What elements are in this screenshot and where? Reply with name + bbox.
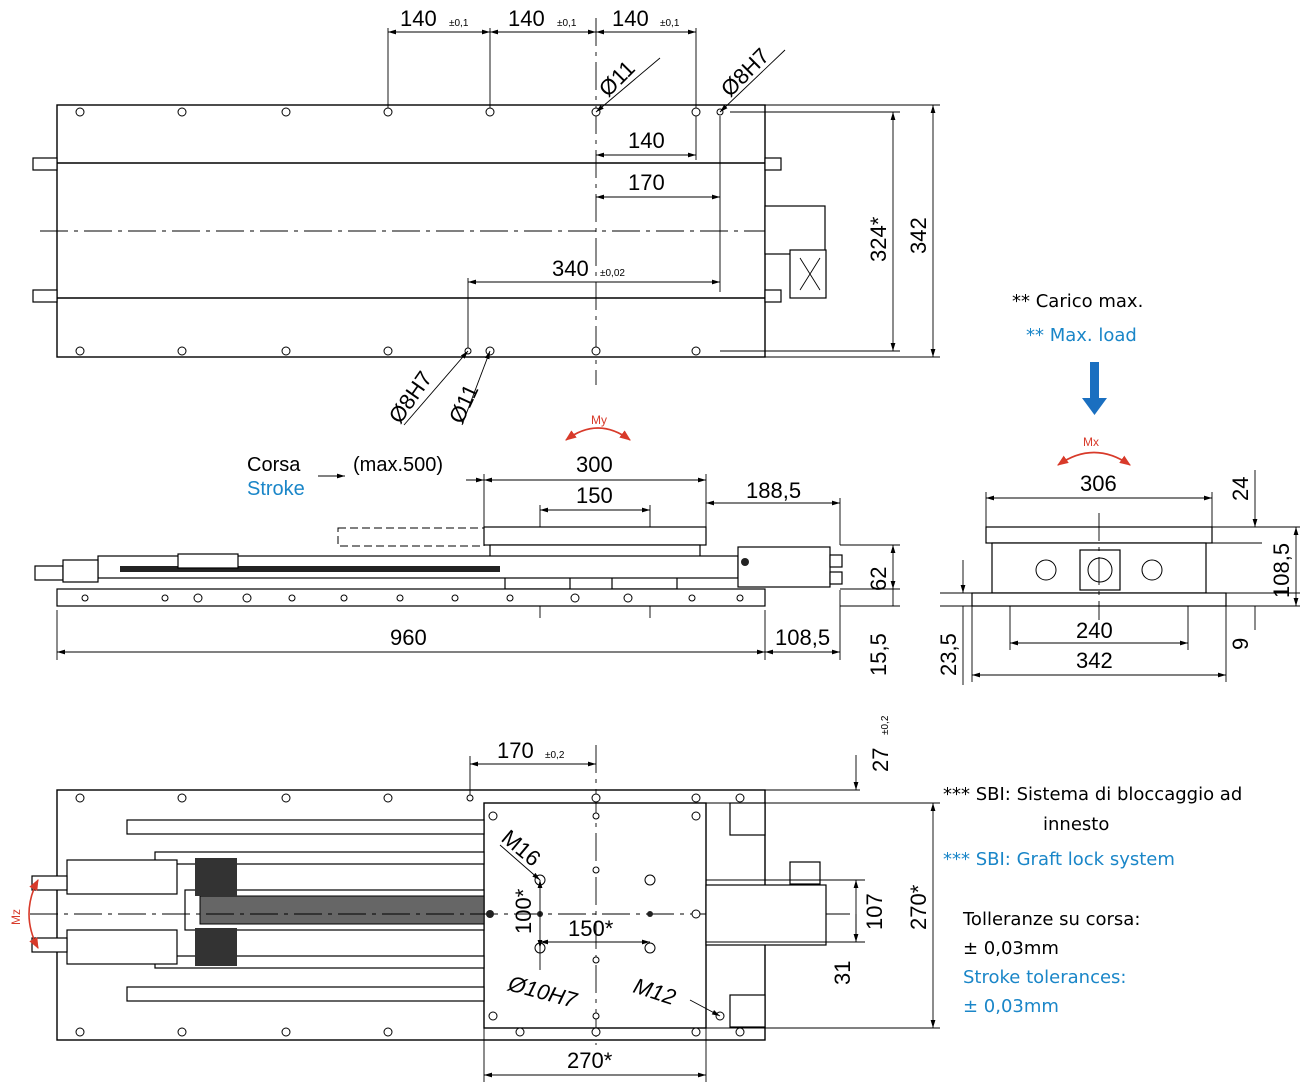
moment-mx: Mx bbox=[1083, 435, 1099, 449]
bottom-motor bbox=[705, 884, 827, 946]
dim-31: 31 bbox=[830, 961, 855, 985]
top-view: 140 ±0,1 140 ±0,1 140 ±0,1 Ø11 Ø8H7 140 … bbox=[32, 6, 940, 428]
tol-01-b: ±0,1 bbox=[557, 18, 577, 29]
tol-01-a: ±0,1 bbox=[449, 18, 469, 29]
dim-150-bottom: 150* bbox=[568, 916, 614, 941]
dim-324: 324* bbox=[866, 216, 891, 262]
dim-23: 23,5 bbox=[936, 633, 961, 676]
dia-10h7: Ø10H7 bbox=[505, 970, 581, 1013]
side-view: My Corsa Stroke (max.500) 300 150 188,5 bbox=[34, 413, 900, 676]
dim-270-vertical: 270* bbox=[906, 884, 931, 930]
sbi-it-line-1: *** SBI: Sistema di bloccaggio ad bbox=[943, 784, 1242, 805]
dim-140-a: 140 bbox=[400, 6, 437, 31]
dia-8h7-top: Ø8H7 bbox=[716, 43, 774, 101]
dim-188: 188,5 bbox=[746, 478, 801, 503]
dim-108-side: 108,5 bbox=[775, 625, 830, 650]
dim-240: 240 bbox=[1076, 618, 1113, 643]
bottom-view: 170 ±0,2 27 ±0,2 M16 100* 150* Ø10H7 M12… bbox=[9, 715, 940, 1082]
notes: *** SBI: Sistema di bloccaggio ad innest… bbox=[943, 784, 1242, 1017]
load-it: ** Carico max. bbox=[1012, 291, 1143, 312]
dim-150: 150 bbox=[576, 483, 613, 508]
tol-02: ±0,2 bbox=[545, 750, 565, 761]
dim-340: 340 bbox=[552, 256, 589, 281]
stroke-label: Stroke bbox=[247, 478, 305, 500]
motor-block bbox=[764, 205, 826, 255]
end-view: ** Carico max. ** Max. load Mx 306 24 10… bbox=[936, 291, 1300, 685]
moment-mz: Mz bbox=[9, 909, 23, 925]
m12-label: M12 bbox=[630, 973, 678, 1010]
tolerance-it-value: ± 0,03mm bbox=[963, 938, 1059, 959]
load-arrow bbox=[1090, 362, 1099, 398]
dia-11-bottom: Ø11 bbox=[444, 380, 484, 427]
max-label: (max.500) bbox=[353, 454, 443, 476]
load-en: ** Max. load bbox=[1026, 325, 1137, 346]
dim-342-end: 342 bbox=[1076, 648, 1113, 673]
dia-8h7-bottom: Ø8H7 bbox=[384, 366, 437, 427]
base-plate bbox=[56, 588, 766, 607]
dim-300: 300 bbox=[576, 452, 613, 477]
dim-9: 9 bbox=[1228, 638, 1253, 650]
dim-306: 306 bbox=[1080, 471, 1117, 496]
dim-100: 100* bbox=[511, 888, 536, 934]
dim-170: 170 bbox=[628, 170, 665, 195]
dim-27: 27 bbox=[868, 748, 893, 772]
tolerance-en: Stroke tolerances: bbox=[963, 967, 1126, 988]
dim-108-end: 108,5 bbox=[1269, 543, 1294, 598]
top-holes bbox=[75, 107, 724, 356]
dim-270-horizontal: 270* bbox=[567, 1048, 613, 1073]
dim-140-c: 140 bbox=[612, 6, 649, 31]
tol-002: ±0,02 bbox=[600, 268, 625, 279]
dim-342-top: 342 bbox=[906, 217, 931, 254]
dim-62: 62 bbox=[866, 567, 891, 591]
dim-140-mid: 140 bbox=[628, 128, 665, 153]
dim-24: 24 bbox=[1228, 477, 1253, 501]
carriage-plate bbox=[483, 526, 707, 546]
tolerance-it: Tolleranze su corsa: bbox=[962, 909, 1140, 930]
dim-15: 15,5 bbox=[866, 633, 891, 676]
tolerance-en-value: ± 0,03mm bbox=[963, 996, 1059, 1017]
moment-my: My bbox=[591, 413, 607, 427]
stroke-ghost bbox=[337, 527, 485, 547]
dia-11-top: Ø11 bbox=[594, 56, 640, 102]
corsa-label: Corsa bbox=[247, 454, 301, 476]
dim-170-bottom: 170 bbox=[497, 738, 534, 763]
dim-140-b: 140 bbox=[508, 6, 545, 31]
tol-27: ±0,2 bbox=[880, 715, 891, 735]
motor bbox=[737, 546, 831, 588]
dim-107: 107 bbox=[862, 893, 887, 930]
sbi-it-line-2: innesto bbox=[1043, 814, 1109, 835]
tol-01-c: ±0,1 bbox=[660, 18, 680, 29]
m16-label: M16 bbox=[497, 825, 546, 872]
dim-960: 960 bbox=[390, 625, 427, 650]
sbi-en: *** SBI: Graft lock system bbox=[943, 849, 1175, 870]
